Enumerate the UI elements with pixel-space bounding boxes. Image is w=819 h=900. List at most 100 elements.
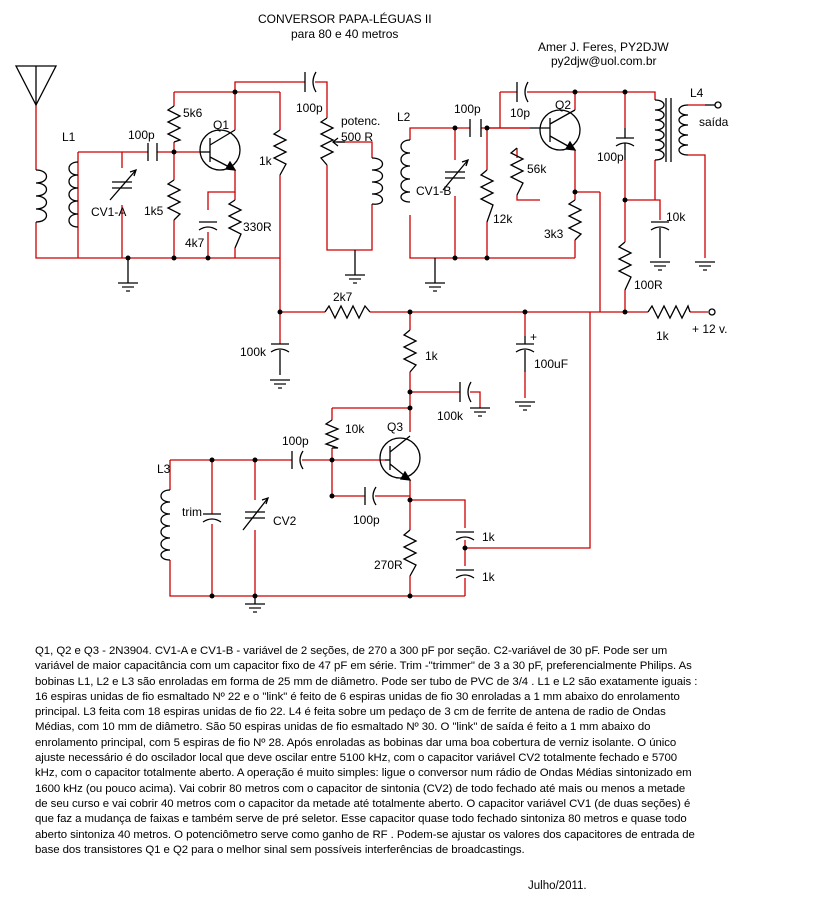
label-r1k-a: 1k: [259, 154, 272, 168]
label-c100p-5: 100p: [282, 434, 309, 448]
label-saida: saída: [699, 115, 729, 129]
coil-l3: [160, 489, 171, 561]
label-cv1a: CV1-A: [91, 205, 127, 219]
document-date: Julho/2011.: [528, 880, 587, 892]
label-r56k: 56k: [527, 162, 547, 176]
capacitor-100p-q2-base: [469, 119, 482, 137]
label-r330: 330R: [243, 220, 272, 234]
label-r1k5: 1k5: [144, 204, 164, 218]
ground-l2: [424, 282, 446, 292]
ground-100uf: [514, 401, 536, 411]
label-c100p-3: 100p: [454, 102, 481, 116]
label-c100k-1: 100k: [240, 345, 267, 359]
ground-l3: [244, 603, 266, 613]
capacitor-100p-pot: [304, 71, 317, 93]
schematic-title: CONVERSOR PAPA-LÉGUAS II: [258, 12, 432, 26]
capacitor-100k-rail: [270, 343, 290, 375]
supply-terminal: [708, 308, 716, 316]
capacitor-100p-q3-base: [291, 450, 304, 470]
schematic-subtitle: para 80 e 40 metros: [291, 27, 399, 41]
resistor-1k-q3: [402, 329, 418, 373]
label-plus12: + 12 v.: [692, 322, 728, 336]
resistor-330r: [227, 199, 243, 249]
capacitor-4k7: [198, 221, 218, 231]
label-r5k6: 5k6: [183, 106, 203, 120]
author-name: Amer J. Feres, PY2DJW: [538, 40, 669, 54]
coil-l2-link: [371, 157, 384, 205]
label-plus-sign: +: [530, 330, 538, 344]
capacitor-1k-lower: [455, 569, 475, 579]
label-c100p-6: 100p: [353, 513, 380, 527]
label-c10k: 10k: [666, 210, 686, 224]
trimmer-capacitor: [202, 513, 222, 523]
transistor-q2: [530, 109, 581, 151]
label-r10k: 10k: [345, 422, 365, 436]
ground-pot: [344, 274, 366, 284]
capacitor-100p-l4: [615, 128, 635, 160]
variable-capacitor-cv2: [242, 496, 270, 531]
ground-q3-cap: [469, 407, 491, 417]
coil-l1: [68, 161, 79, 228]
transformer-l4: [654, 98, 722, 162]
resistor-1k-rail: [272, 129, 288, 176]
label-cv2: CV2: [273, 514, 297, 528]
resistor-5k6: [166, 105, 182, 143]
label-l4: L4: [690, 86, 704, 100]
circuit-description: Q1, Q2 e Q3 - 2N3904. CV1-A e CV1-B - va…: [35, 645, 698, 856]
resistor-2k7: [324, 304, 371, 320]
label-pot500: 500 R: [341, 130, 374, 144]
label-c1k-a: 1k: [482, 530, 495, 544]
resistor-3k3: [567, 199, 583, 241]
resistor-10k: [324, 419, 340, 449]
label-c100k-2: 100k: [437, 409, 464, 423]
circuit-schematic: [14, 65, 722, 613]
resistor-100r: [617, 241, 633, 291]
capacitor-100uf: [515, 336, 535, 372]
antenna-symbol: [14, 65, 58, 107]
label-l3: L3: [157, 462, 171, 476]
capacitor-1k-upper: [455, 531, 475, 541]
label-q3: Q3: [387, 420, 404, 434]
label-trim: trim: [182, 505, 202, 519]
label-r100r: 100R: [634, 278, 663, 292]
label-r2k7: 2k7: [333, 290, 353, 304]
author-email: py2djw@uol.com.br: [551, 54, 657, 68]
capacitor-100p-feedback: [364, 486, 377, 506]
label-c100p-2: 100p: [296, 101, 323, 115]
label-r270r: 270R: [374, 558, 403, 572]
resistor-1k-supply: [647, 304, 691, 320]
label-cv1b: CV1-B: [416, 184, 452, 198]
ground-l1: [117, 282, 139, 292]
label-c100p-4: 100p: [597, 150, 624, 164]
resistor-56k: [509, 147, 525, 196]
label-q1: Q1: [213, 118, 230, 132]
coil-l2: [400, 139, 411, 203]
capacitor-100p-q1-base: [147, 143, 158, 161]
transistor-q1: [199, 129, 241, 171]
potentiometer-500r: [319, 117, 345, 166]
label-c100p-1: 100p: [128, 128, 155, 142]
label-q2: Q2: [555, 98, 572, 112]
label-potenc: potenc.: [341, 114, 381, 128]
capacitor-10k: [650, 221, 670, 258]
resistor-270r: [402, 529, 418, 577]
variable-capacitor-cv1a: [109, 168, 138, 201]
ground-10k: [649, 261, 671, 271]
label-c1k-b: 1k: [482, 570, 495, 584]
label-l2: L2: [397, 110, 411, 124]
label-l1: L1: [62, 130, 76, 144]
junction-dots: [125, 89, 628, 599]
capacitor-100k-q3: [459, 381, 472, 403]
components: [14, 65, 722, 613]
label-c100uf: 100uF: [534, 357, 569, 371]
label-r12k: 12k: [493, 212, 513, 226]
label-c4k7: 4k7: [185, 236, 205, 250]
resistor-12k: [479, 169, 495, 223]
label-r1k-c: 1k: [656, 329, 669, 343]
ground-l4: [694, 261, 716, 271]
capacitor-10p: [516, 81, 529, 103]
label-r1k-b: 1k: [425, 349, 438, 363]
wiring: [35, 81, 708, 597]
variable-capacitor-cv1b: [442, 158, 470, 191]
ground-rail-cap: [269, 379, 291, 389]
